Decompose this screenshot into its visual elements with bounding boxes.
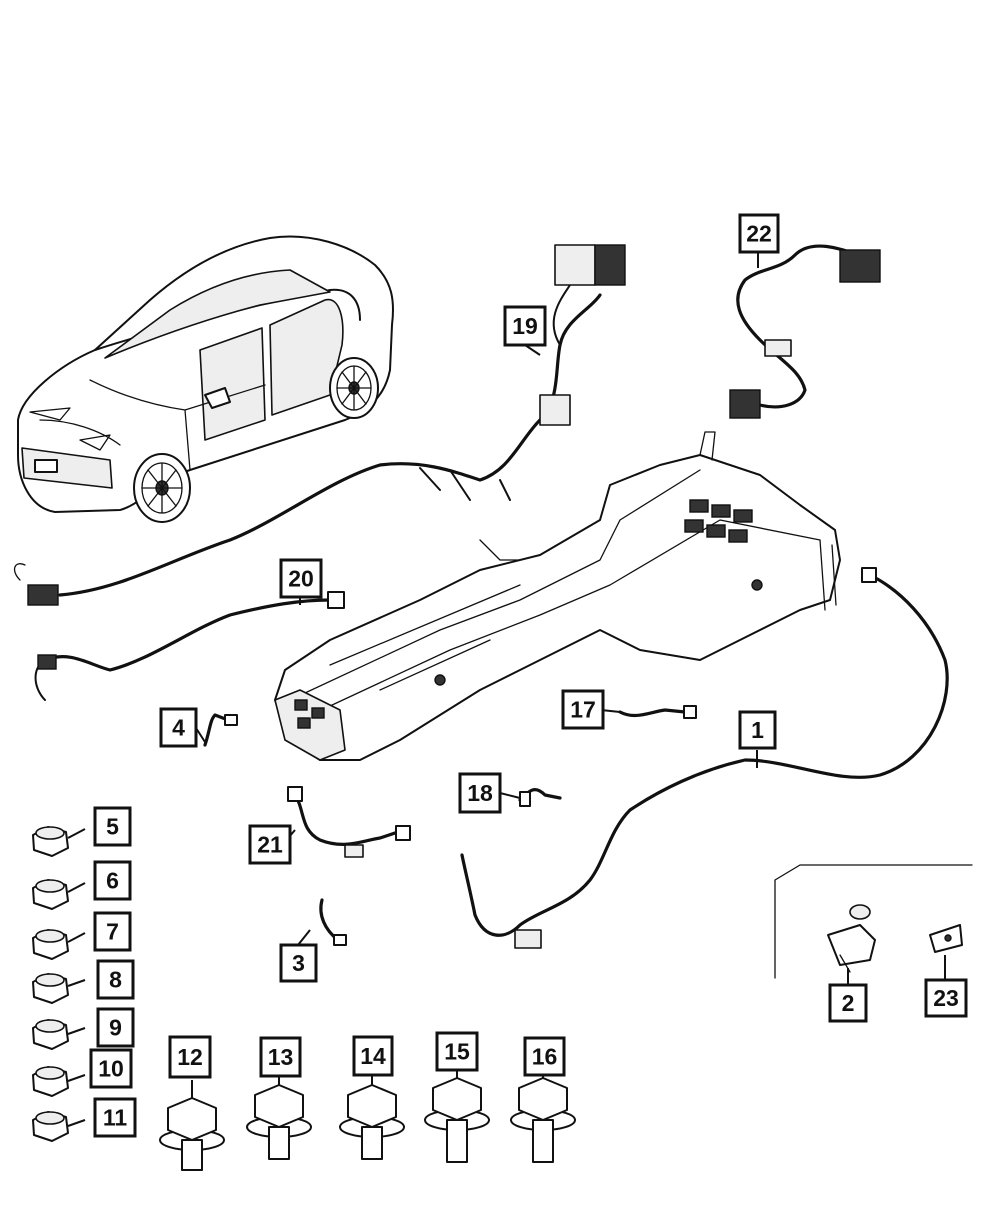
harness-20 [34,591,345,701]
svg-text:22: 22 [746,221,772,247]
callout-7: 7 [93,911,132,952]
harness-22 [729,244,881,419]
callout-10: 10 [89,1048,133,1089]
sensor-2 [827,904,876,973]
bolt-13 [246,1084,312,1160]
battery-top-modules [684,499,753,543]
callout-14: 14 [352,1035,394,1077]
callout-2: 2 [828,983,868,1023]
callout-11: 11 [93,1097,137,1138]
callout-19: 19 [503,305,547,347]
callout-16: 16 [523,1036,566,1077]
svg-text:23: 23 [933,985,959,1011]
callout-12: 12 [168,1035,212,1079]
callout-22: 22 [738,213,780,254]
svg-text:12: 12 [177,1044,203,1070]
nut-8 [32,973,69,1004]
cable-18 [518,787,562,807]
svg-text:17: 17 [570,697,596,723]
harness-19 [13,244,626,606]
svg-text:18: 18 [467,780,493,806]
harness-21 [287,786,411,858]
bolt-16 [510,1077,576,1163]
callout-4: 4 [159,707,198,748]
callout-8: 8 [96,959,135,1000]
bracket-23 [929,924,963,953]
svg-text:14: 14 [360,1043,386,1069]
harness-1 [460,567,949,949]
svg-text:20: 20 [288,566,314,592]
vehicle-illustration [17,235,395,523]
cable-17 [618,705,697,719]
nut-10 [32,1066,69,1097]
svg-text:5: 5 [106,814,119,840]
bolt-15 [424,1077,490,1163]
nut-9 [32,1019,69,1050]
svg-text:15: 15 [444,1039,470,1065]
battery-pack [274,431,841,761]
callout-15: 15 [435,1031,479,1072]
svg-text:3: 3 [292,950,305,976]
cable-4 [203,713,238,747]
callout-9: 9 [96,1007,135,1048]
svg-text:7: 7 [106,919,119,945]
svg-text:2: 2 [842,990,855,1016]
svg-text:4: 4 [172,715,185,741]
svg-text:1: 1 [751,717,764,743]
svg-text:10: 10 [98,1056,124,1082]
rear-wheel [329,357,379,419]
nut-5 [32,826,69,857]
callout-17: 17 [561,689,605,730]
svg-text:8: 8 [109,967,122,993]
svg-text:6: 6 [106,868,119,894]
callout-23: 23 [924,978,968,1018]
bolt-12 [159,1097,225,1171]
nut-7 [32,929,69,960]
front-wheel [133,453,191,523]
cable-3 [319,898,347,946]
nut-6 [32,879,69,910]
svg-text:11: 11 [103,1105,128,1131]
callout-13: 13 [259,1036,302,1078]
svg-text:9: 9 [109,1015,122,1041]
callout-5: 5 [93,806,132,847]
bolt-14 [339,1084,405,1160]
callout-21: 21 [248,824,292,865]
inset-detail [774,864,973,979]
callout-18: 18 [458,772,502,814]
callout-3: 3 [279,943,318,983]
callout-20: 20 [279,558,323,599]
callout-6: 6 [93,860,132,901]
svg-text:21: 21 [257,832,283,858]
svg-text:19: 19 [512,313,538,339]
svg-text:16: 16 [532,1044,558,1070]
nut-11 [32,1111,69,1142]
svg-text:13: 13 [268,1044,294,1070]
callout-1: 1 [738,710,777,750]
